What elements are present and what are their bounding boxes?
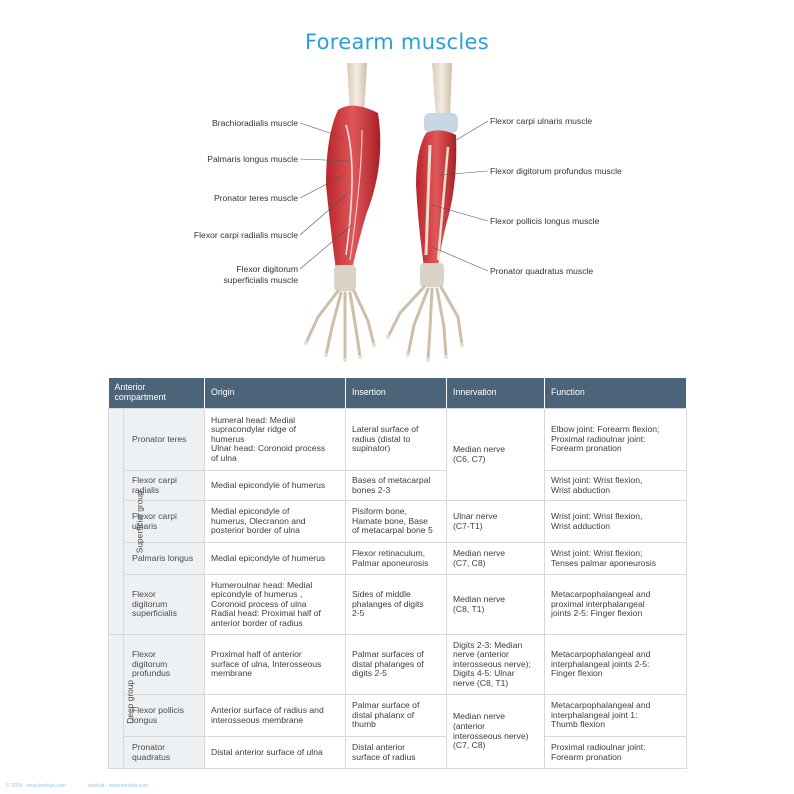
origin-cell: Medial epicondyle of humerus — [204, 470, 346, 501]
function-cell: Wrist joint: Wrist flexion,Wrist abducti… — [544, 470, 687, 501]
header-origin: Origin — [204, 378, 346, 409]
forearm-illustration — [299, 63, 489, 362]
label-pronator-quadratus: Pronator quadratus muscle — [490, 266, 594, 276]
footer-left: © 2024 · www.kenhub.com — [6, 783, 66, 789]
muscle-table: Anterior compartment Origin Insertion In… — [108, 378, 687, 769]
table-header-row: Anterior compartment Origin Insertion In… — [108, 378, 687, 409]
left-hand — [304, 289, 376, 362]
left-forearm-muscles — [326, 105, 381, 270]
origin-cell: Medial epicondyle of humerus — [204, 542, 346, 575]
function-cell: Wrist joint: Wrist flexion,Wrist adducti… — [544, 500, 687, 543]
page-title: Forearm muscles — [305, 30, 489, 54]
header-innervation: Innervation — [446, 378, 545, 409]
insertion-cell: Flexor retinaculum,Palmar aponeurosis — [345, 542, 447, 575]
label-flexor-pollicis-longus: Flexor pollicis longus muscle — [490, 216, 600, 226]
left-humerus — [347, 63, 367, 115]
right-forearm-muscles — [416, 130, 457, 267]
group-deep: Deep group — [108, 634, 135, 769]
function-cell: Proximal radioulnar joint:Forearm pronat… — [544, 736, 687, 769]
label-flexor-digitorum-sup-1: Flexor digitorum — [236, 264, 298, 274]
innervation-cell: Ulnar nerve(C7-T1) — [446, 500, 545, 543]
label-pronator-teres: Pronator teres muscle — [213, 193, 298, 203]
header-function: Function — [544, 378, 687, 409]
header-insertion: Insertion — [345, 378, 447, 409]
label-flexor-carpi-ulnaris: Flexor carpi ulnaris muscle — [490, 116, 593, 126]
right-humerus — [432, 63, 452, 117]
header-compartment: Anterior compartment — [108, 378, 205, 409]
innervation-cell: Median nerve(C7, C8) — [446, 542, 545, 575]
function-cell: Wrist joint: Wrist flexion;Tenses palmar… — [544, 542, 687, 575]
footer-right: kenhub · www.kenhub.com — [88, 783, 149, 789]
label-palmaris-longus: Palmaris longus muscle — [207, 154, 298, 164]
right-hand — [386, 285, 464, 362]
label-flexor-digitorum-profundus: Flexor digitorum profundus muscle — [490, 166, 622, 176]
group-superficial: Superficial group — [108, 408, 145, 635]
muscle-name: Pronator teres — [123, 408, 205, 471]
table-row: Palmaris longus Medial epicondyle of hum… — [109, 542, 687, 575]
label-flexor-carpi-radialis: Flexor carpi radialis muscle — [193, 230, 298, 240]
origin-cell: Distal anterior surface of ulna — [204, 736, 346, 769]
label-flexor-digitorum-sup-2: superficialis muscle — [223, 275, 298, 285]
innervation-cell: Median nerve(C6, C7) — [446, 408, 545, 501]
label-brachioradialis: Brachioradialis muscle — [212, 118, 298, 128]
table-row: Superficial group Pronator teres Humeral… — [108, 408, 687, 635]
function-cell: Elbow joint: Forearm flexion;Proximal ra… — [544, 408, 687, 471]
innervation-cell: Median nerve(C8, T1) — [446, 574, 545, 635]
